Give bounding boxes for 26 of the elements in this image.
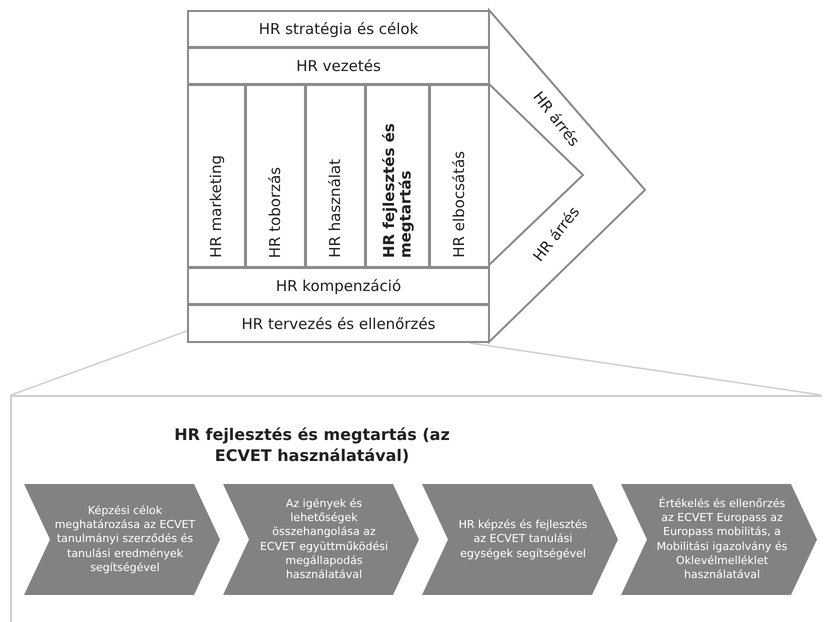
column-label: HR marketing <box>208 155 225 258</box>
layer-box <box>187 267 490 305</box>
column-label: HR toborzás <box>267 166 284 258</box>
column-box <box>305 84 366 268</box>
layer-box <box>187 47 490 85</box>
panel-title: HR fejlesztés és megtartás (az ECVET használatával) <box>173 425 451 467</box>
column-label: HR elbocsátás <box>451 151 468 258</box>
column-box <box>365 84 430 268</box>
layer-label: HR stratégia és célok <box>258 20 418 38</box>
detail-panel <box>10 395 822 622</box>
column-label: HR fejlesztés és megtartás <box>381 122 414 258</box>
column-box <box>187 84 246 268</box>
layer-label: HR vezetés <box>296 57 381 75</box>
column-box <box>245 84 306 268</box>
layer-box <box>187 10 490 48</box>
layer-label: HR kompenzáció <box>276 277 402 295</box>
layer-box <box>187 304 490 343</box>
step-text: Képzési célok meghatározása az ECVET tanulmányi szerződés és tanulási eredmények segítségével <box>54 504 196 576</box>
step-text: Értékelés és ellenőrzés az ECVET Europass az Europass mobilitás, a Mobilitási igazolvány és Oklevélmelléklet használatával <box>656 496 788 582</box>
step-text: Az igények és lehetőségek összehangolása az ECVET együttműködési megállapodás használatával <box>258 496 390 582</box>
step-text: HR képzés és fejlesztés az ECVET tanulási egységek segítségével <box>458 518 588 561</box>
zoom-line <box>10 330 188 396</box>
column-label: HR használat <box>327 159 344 258</box>
layer-label: HR tervezés és ellenőrzés <box>242 314 436 332</box>
zoom-line <box>470 342 822 396</box>
column-box <box>429 84 490 268</box>
